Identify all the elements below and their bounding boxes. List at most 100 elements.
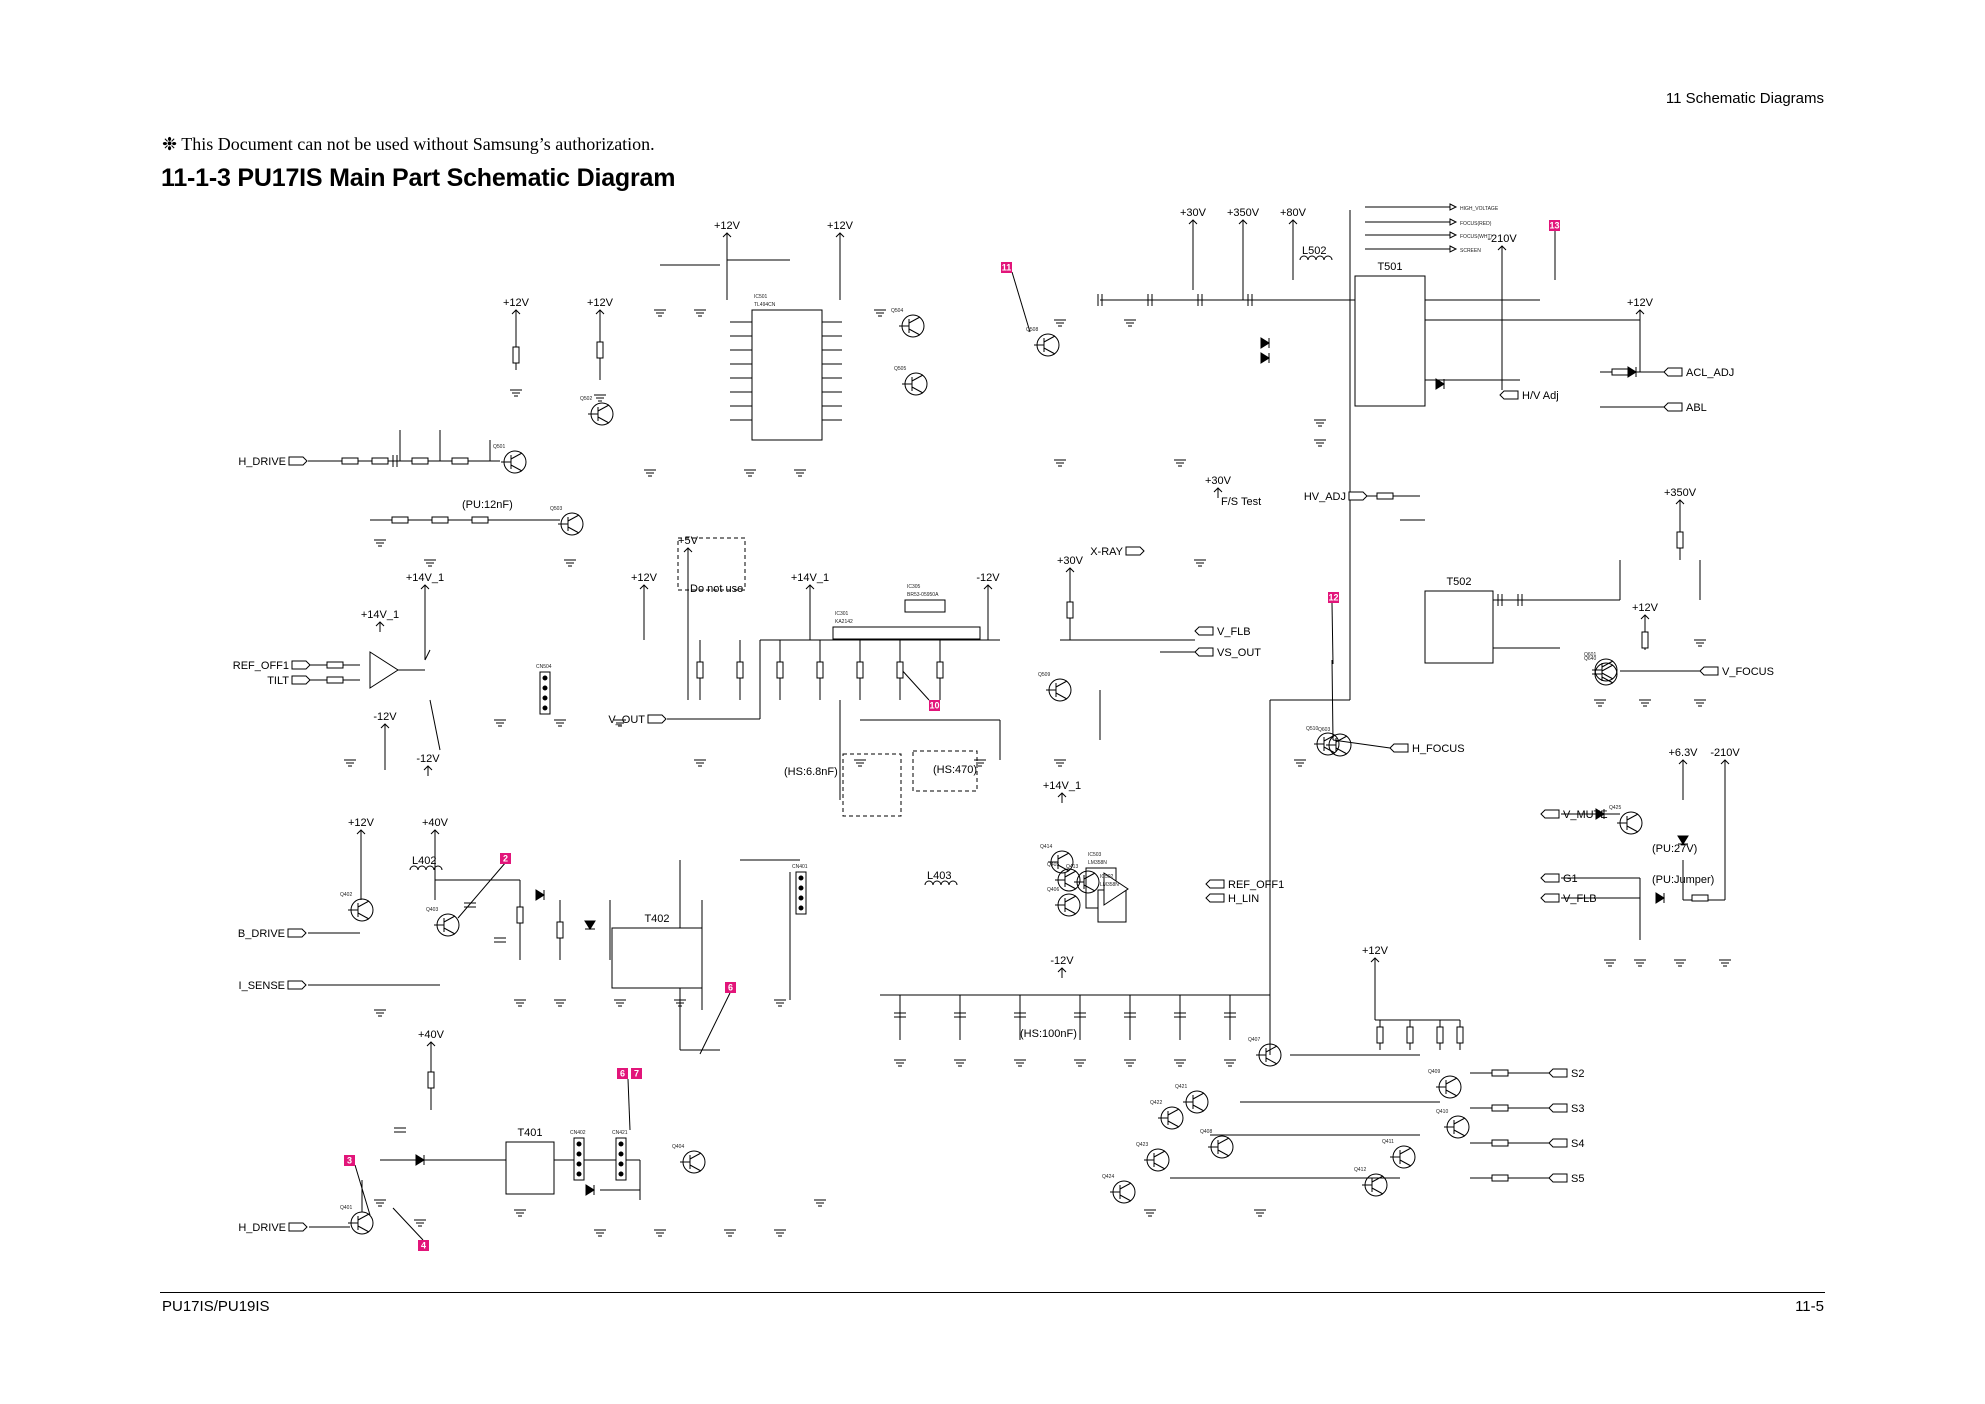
- resistor: [856, 661, 864, 679]
- port-flag: [1548, 1103, 1568, 1113]
- transistor-icon: [510, 464, 523, 472]
- signal-label: S5: [1571, 1173, 1584, 1185]
- connector-body: [573, 1137, 585, 1181]
- resistor: [1691, 894, 1709, 902]
- label-layer: +12V+12V+12V+12V+30V+350V+80V-210V+12V+1…: [233, 206, 1774, 1251]
- hv-output-label: SCREEN: [1460, 248, 1481, 254]
- rail-arrow: [983, 584, 993, 590]
- rail-arrow: [1370, 957, 1380, 963]
- port-flag: [288, 1222, 308, 1232]
- callout-marker: [1549, 220, 1560, 231]
- power-rail-label: -12V: [976, 572, 1000, 584]
- rail-arrow: [595, 309, 605, 315]
- transistor-icon: [911, 374, 924, 382]
- rail-arrow: [1213, 487, 1223, 493]
- transistor-ref: Q401: [340, 1205, 352, 1211]
- callout-marker: [1001, 262, 1012, 273]
- transistor-icon: [1064, 882, 1077, 890]
- diode-icon: [585, 1184, 595, 1196]
- resistor: [1491, 1104, 1509, 1112]
- transformer-body: [1354, 275, 1426, 407]
- signal-label: H_DRIVE: [238, 1222, 286, 1234]
- transistor-ref: Q406: [1047, 887, 1059, 893]
- ic-part: BR53-05950A: [907, 592, 939, 598]
- port-flag: [287, 928, 307, 938]
- rail-arrow: [639, 584, 649, 590]
- inductor-icon: [948, 880, 958, 886]
- inductor-icon: [1323, 255, 1333, 261]
- ic-body: [832, 626, 981, 640]
- diode-icon: [1627, 366, 1637, 378]
- diode-icon: [535, 889, 545, 901]
- port-flag: [1194, 626, 1214, 636]
- rail-arrow: [1720, 759, 1730, 765]
- port-flag: [1548, 1173, 1568, 1183]
- signal-label: H_LIN: [1228, 893, 1259, 905]
- transformer-label: T502: [1446, 576, 1471, 588]
- rail-arrow: [356, 829, 366, 835]
- ic-ref: IC503: [1088, 852, 1102, 858]
- transistor-icon: [1153, 1150, 1166, 1158]
- annotation-note: (HS:470): [933, 764, 977, 776]
- port-flag: [1194, 647, 1214, 657]
- signal-label: REF_OFF1: [1228, 879, 1284, 891]
- transformer-body: [1424, 590, 1494, 664]
- port-flag: [1449, 231, 1458, 239]
- transistor-icon: [1192, 1092, 1205, 1100]
- transistor-ref: Q505: [894, 366, 906, 372]
- transistor-icon: [1371, 1187, 1384, 1195]
- transistor-icon: [1601, 672, 1614, 680]
- ic-ref: IC305: [907, 584, 921, 590]
- connector-pin: [542, 675, 548, 681]
- transistor-icon: [1217, 1149, 1230, 1157]
- hv-output-label: FOCUS(RED): [1460, 221, 1492, 227]
- diode-icon: [1260, 352, 1270, 364]
- power-rail-label: +12V: [1632, 602, 1659, 614]
- connector-pin: [618, 1161, 624, 1167]
- port-flag: [1699, 666, 1719, 676]
- resistor: [1611, 368, 1629, 376]
- rail-arrow: [1057, 792, 1067, 798]
- transistor-icon: [1064, 907, 1077, 915]
- signal-label: TILT: [267, 675, 289, 687]
- rail-arrow: [1188, 219, 1198, 225]
- rail-arrow: [683, 547, 693, 553]
- power-rail-label: -12V: [416, 753, 440, 765]
- power-rail-label: +350V: [1227, 207, 1260, 219]
- callout-marker-label: 4: [421, 1241, 426, 1251]
- transistor-ref: Q503: [550, 506, 562, 512]
- power-rail-label: +12V: [827, 220, 854, 232]
- port-flag: [291, 660, 311, 670]
- rail-arrow: [375, 621, 385, 627]
- signal-label: B_DRIVE: [238, 928, 285, 940]
- resistor: [896, 661, 904, 679]
- diode-icon: [1435, 378, 1445, 390]
- ic-body: [904, 599, 946, 613]
- connector-pin: [542, 705, 548, 711]
- marker-leader: [457, 861, 507, 919]
- power-rail-label: +14V_1: [791, 572, 829, 584]
- port-flag: [1499, 390, 1519, 400]
- port-flag: [1205, 893, 1225, 903]
- transistor-icon: [357, 1225, 370, 1233]
- inductor-icon: [433, 865, 443, 871]
- transistor-icon: [1192, 1104, 1205, 1112]
- resistor: [1376, 1026, 1384, 1044]
- hv-output-label: FOCUS(WHT): [1460, 234, 1493, 240]
- resistor: [1641, 631, 1649, 649]
- callout-marker: [631, 1068, 642, 1079]
- port-flag: [647, 714, 667, 724]
- callout-marker-label: 10: [929, 701, 939, 711]
- port-flag: [291, 675, 311, 685]
- power-rail-label: +30V: [1057, 555, 1084, 567]
- authorization-notice: ❉ This Document can not be used without …: [162, 134, 655, 154]
- transistor-icon: [1083, 884, 1096, 892]
- signal-label: H/V Adj: [1522, 390, 1559, 402]
- signal-label: H_DRIVE: [238, 456, 286, 468]
- power-rail-label: +5V: [678, 535, 699, 547]
- transistor-icon: [1119, 1182, 1132, 1190]
- resistor: [596, 341, 604, 359]
- resistor: [1491, 1069, 1509, 1077]
- connector-pin: [618, 1171, 624, 1177]
- annotation-note: (PU:27V): [1652, 843, 1697, 855]
